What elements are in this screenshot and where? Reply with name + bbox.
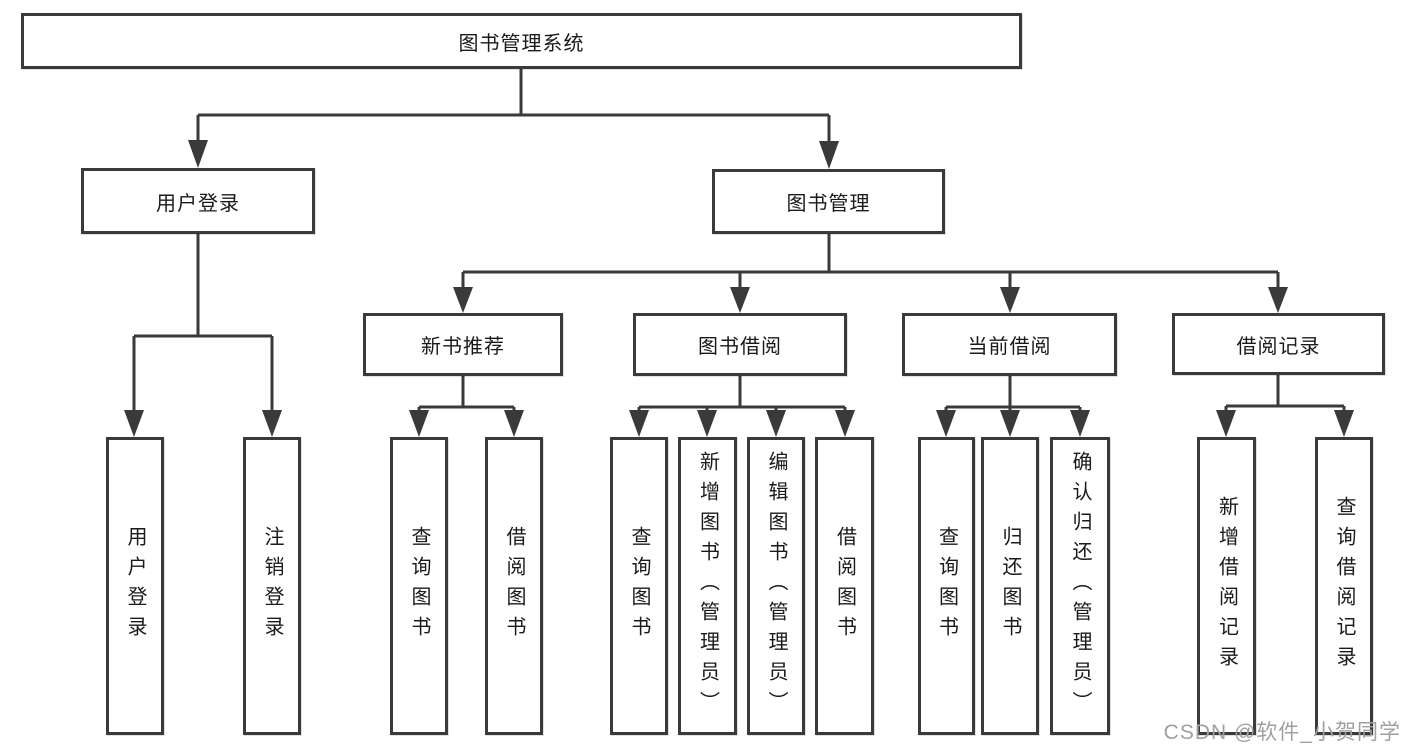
leaf-confirm-return-admin: 确认归还（管理员） bbox=[1050, 437, 1110, 735]
node-label: 新增图书（管理员） bbox=[696, 451, 719, 721]
node-user-login-branch: 用户登录 bbox=[81, 168, 315, 234]
node-label: 用户登录 bbox=[124, 526, 146, 646]
leaf-query-books-current: 查询图书 bbox=[918, 437, 975, 735]
node-label: 当前借阅 bbox=[967, 336, 1052, 358]
node-label: 图书管理系统 bbox=[458, 32, 585, 55]
leaf-query-borrow-record: 查询借阅记录 bbox=[1315, 437, 1373, 735]
node-book-management-branch: 图书管理 bbox=[712, 169, 945, 234]
node-label: 用户登录 bbox=[156, 192, 240, 215]
node-label: 查询图书 bbox=[408, 526, 430, 646]
leaf-add-books-admin: 新增图书（管理员） bbox=[678, 437, 737, 735]
leaf-user-login: 用户登录 bbox=[106, 437, 164, 735]
leaf-borrow-books-recommend: 借阅图书 bbox=[485, 437, 543, 735]
node-book-borrowing: 图书借阅 bbox=[633, 313, 847, 376]
leaf-query-books-borrowing: 查询图书 bbox=[610, 437, 668, 735]
leaf-add-borrow-record: 新增借阅记录 bbox=[1197, 437, 1256, 735]
leaf-query-books-recommend: 查询图书 bbox=[390, 437, 448, 735]
node-current-borrowing: 当前借阅 bbox=[902, 313, 1117, 376]
node-label: 归还图书 bbox=[999, 526, 1021, 646]
node-label: 新书推荐 bbox=[421, 336, 505, 358]
arrowhead-icons bbox=[124, 140, 1354, 437]
node-label: 确认归还（管理员） bbox=[1069, 451, 1091, 721]
leaf-logout: 注销登录 bbox=[243, 437, 301, 735]
node-label: 注销登录 bbox=[261, 526, 283, 646]
leaf-return-books: 归还图书 bbox=[981, 437, 1039, 735]
node-label: 新增借阅记录 bbox=[1215, 496, 1238, 676]
connector-paths bbox=[132, 68, 1346, 412]
node-borrowing-records: 借阅记录 bbox=[1172, 313, 1385, 375]
node-label: 查询图书 bbox=[935, 526, 958, 646]
leaf-edit-books-admin: 编辑图书（管理员） bbox=[747, 437, 805, 735]
leaf-borrow-books-borrowing: 借阅图书 bbox=[815, 437, 874, 735]
node-label: 查询图书 bbox=[628, 526, 650, 646]
node-label: 编辑图书（管理员） bbox=[765, 451, 787, 721]
node-new-book-recommendation: 新书推荐 bbox=[363, 313, 563, 376]
node-label: 图书管理 bbox=[786, 193, 871, 215]
node-label: 图书借阅 bbox=[698, 336, 782, 358]
node-label: 借阅记录 bbox=[1236, 335, 1321, 358]
node-library-management-system: 图书管理系统 bbox=[21, 13, 1022, 69]
node-label: 查询借阅记录 bbox=[1333, 496, 1355, 676]
node-label: 借阅图书 bbox=[503, 526, 525, 646]
node-label: 借阅图书 bbox=[833, 526, 856, 646]
csdn-watermark: CSDN @软件_小贺同学 bbox=[1163, 721, 1401, 744]
